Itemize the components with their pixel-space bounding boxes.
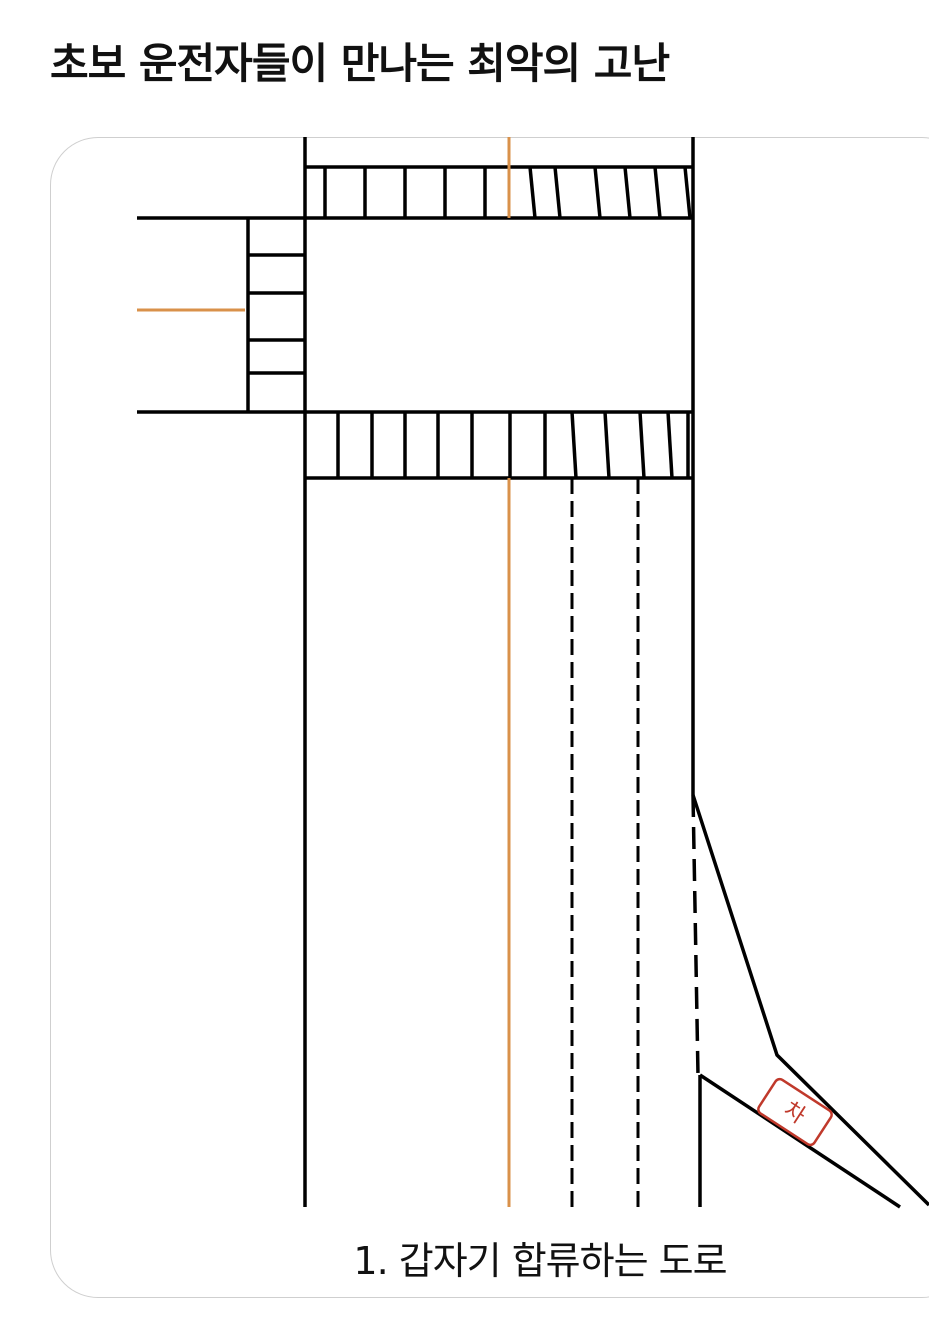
merge-lane-lower-edge bbox=[699, 1073, 901, 1209]
crosswalk-stripe bbox=[653, 166, 662, 219]
car: 차 bbox=[757, 1077, 833, 1147]
merge-dashed-edge bbox=[691, 794, 700, 1076]
caption: 1. 갑자기 합류하는 도로 bbox=[353, 1239, 727, 1283]
crosswalk-stripe bbox=[603, 411, 611, 479]
page-title: 초보 운전자들이 만나는 최악의 고난 bbox=[50, 39, 670, 88]
crosswalk-stripe bbox=[593, 166, 602, 219]
crosswalk-stripe bbox=[623, 166, 632, 219]
crosswalk-stripe bbox=[638, 411, 646, 479]
car-body bbox=[757, 1077, 833, 1147]
crosswalk-stripe bbox=[666, 411, 674, 479]
merge-lane-upper-edge bbox=[691, 794, 929, 1207]
crosswalk-stripe bbox=[528, 166, 537, 219]
crosswalk-stripe bbox=[683, 166, 692, 219]
image-card bbox=[50, 137, 929, 1298]
crosswalk-stripe bbox=[570, 411, 578, 479]
car-label: 차 bbox=[779, 1097, 810, 1129]
crosswalk-stripe bbox=[553, 166, 562, 219]
